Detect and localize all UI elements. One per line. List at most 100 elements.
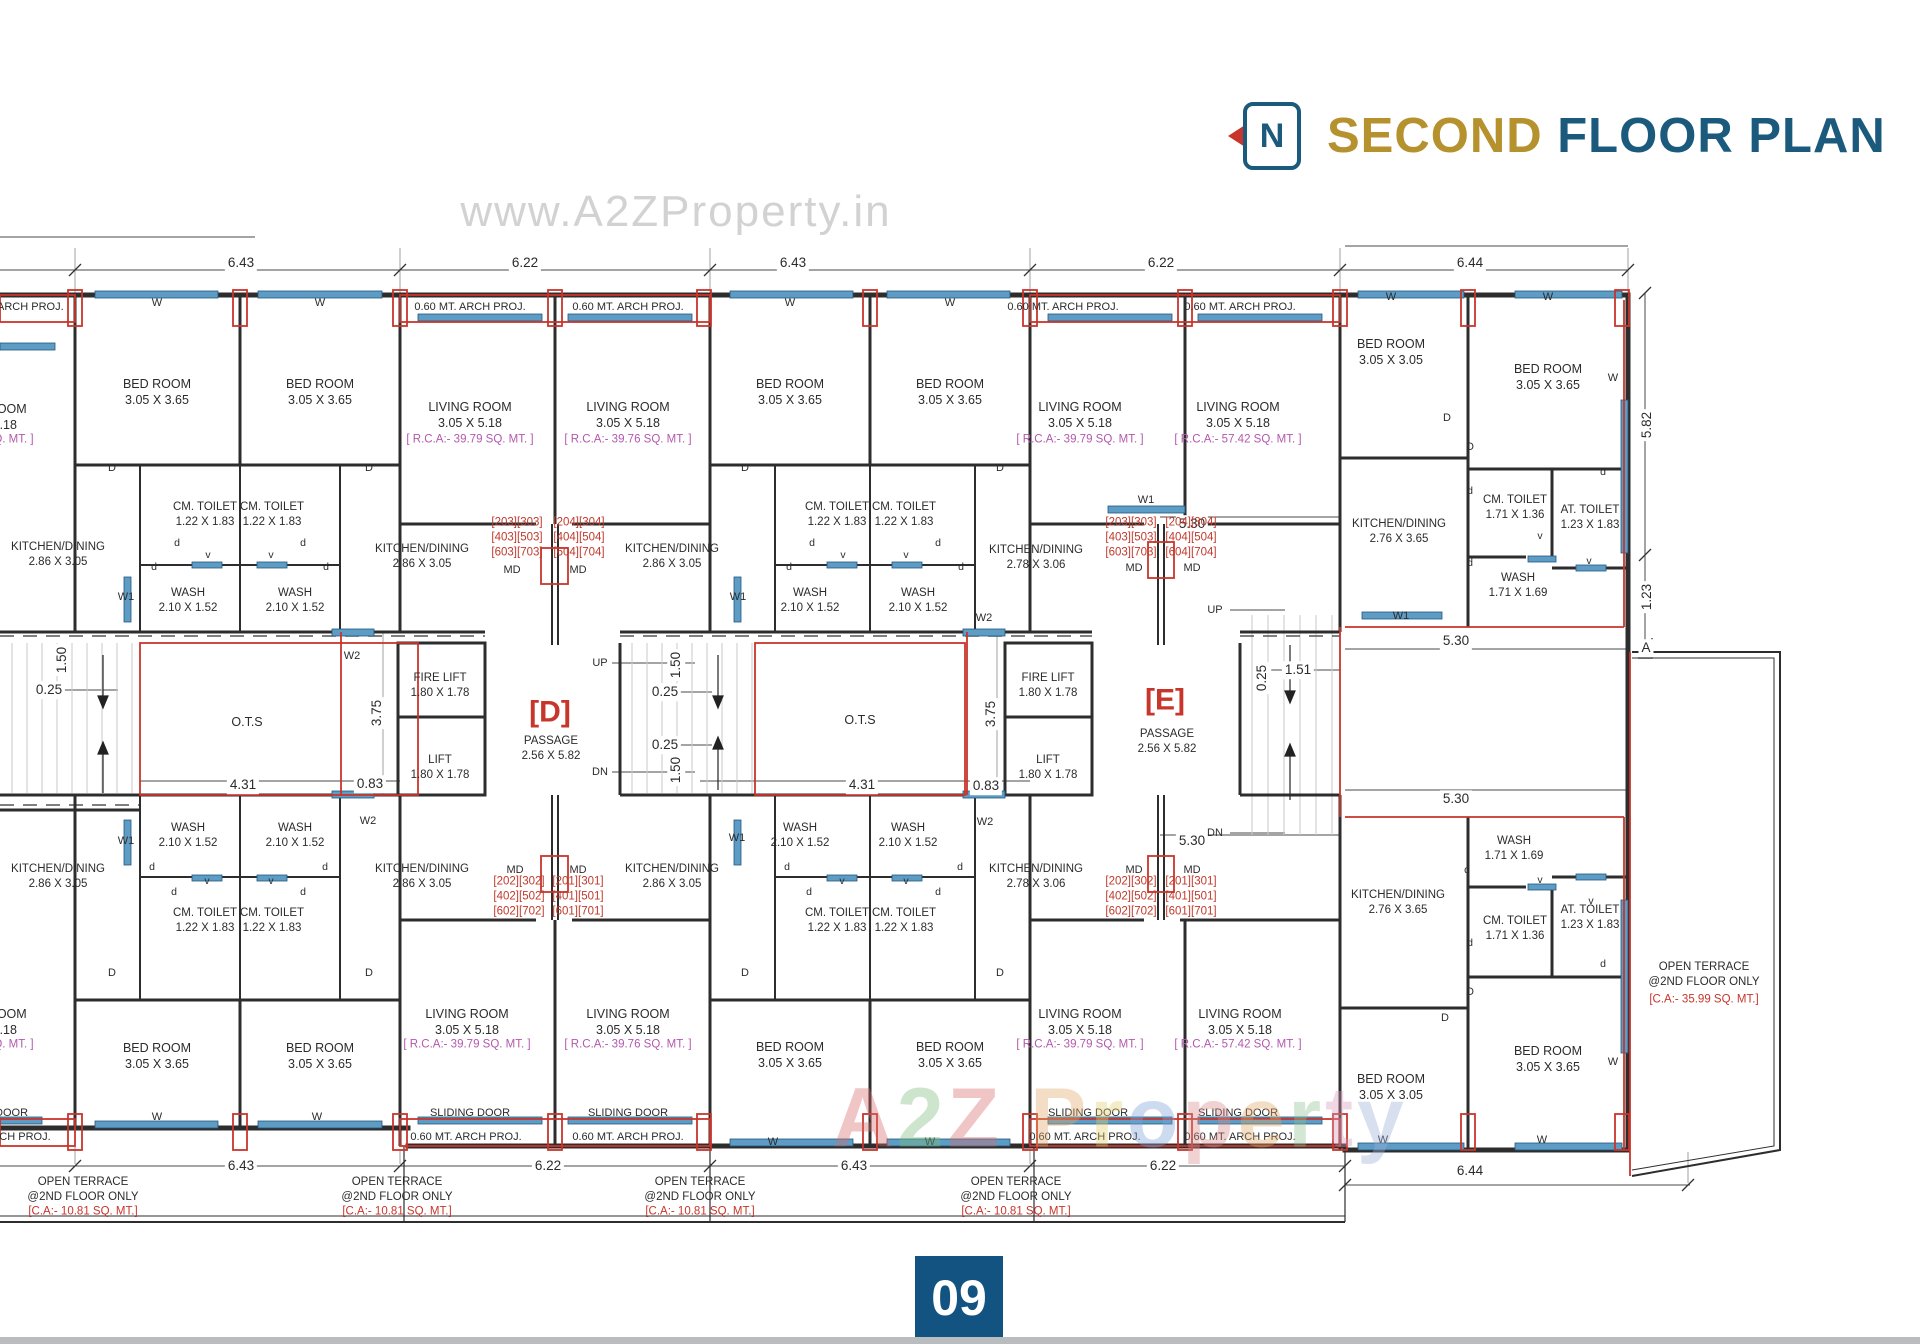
room-label: LIVING ROOM 3.05 X 5.18 (586, 399, 670, 430)
watermark-letter: r (1090, 1070, 1128, 1165)
watermark-letter: o (1127, 1070, 1183, 1165)
dimension-label: 6.22 (1146, 1157, 1180, 1175)
room-label: W2 (359, 814, 377, 827)
dimension-label: 6.43 (224, 254, 258, 272)
title-bar: N SECOND FLOOR PLAN (1228, 100, 1886, 172)
room-label: LIVING ROOM 3.05 X 5.18 (0, 1006, 27, 1037)
dimension-label: 0.83 (353, 775, 387, 793)
room-label: BED ROOM 3.05 X 3.65 (1513, 1043, 1583, 1074)
room-label: BED ROOM 3.05 X 3.65 (122, 376, 192, 407)
wing-label: [E] (1145, 683, 1185, 717)
room-label: CM. TOILET 1.22 X 1.83 (239, 501, 305, 528)
room-label: 0.60 MT. ARCH PROJ. (1184, 1130, 1296, 1143)
room-label: d (1467, 937, 1473, 950)
room-label: W (314, 296, 326, 309)
room-label: CM. TOILET 1.22 X 1.83 (804, 501, 870, 528)
room-label: W1 (729, 590, 747, 603)
page-title: SECOND FLOOR PLAN (1327, 108, 1886, 164)
watermark-letter: p (1182, 1070, 1238, 1165)
dimension-label: 6.43 (837, 1157, 871, 1175)
carpet-area-label: [ R.C.A:- 57.42 SQ. MT. ] (1174, 1038, 1302, 1051)
room-label: D (365, 461, 373, 474)
room-label: LIFT 1.80 X 1.78 (410, 754, 470, 781)
room-label: 0.60 MT. ARCH PROJ. (572, 300, 684, 313)
room-label: d (171, 886, 177, 899)
unit-numbers-label: [204][304] [404][504] [604][704] (553, 516, 605, 559)
room-label: d (1467, 557, 1473, 570)
terrace-outline (0, 651, 1781, 1223)
room-label: KITCHEN/DINING 2.86 X 3.05 (11, 863, 105, 890)
room-label: D (1441, 1011, 1449, 1024)
room-label: v (1586, 555, 1592, 568)
room-label: v (268, 875, 274, 888)
room-label: W (1542, 290, 1554, 303)
room-label: v (1537, 530, 1543, 543)
room-label: KITCHEN/DINING 2.78 X 3.06 (989, 544, 1083, 571)
terrace-area-label: [C.A:- 10.81 SQ. MT.] (645, 1205, 755, 1218)
room-label: D (1466, 440, 1474, 453)
room-label: d (935, 537, 941, 550)
room-label: FIRE LIFT 1.80 X 1.78 (410, 672, 470, 699)
watermark-letter: P (1030, 1070, 1091, 1165)
dimension-label: 5.30 (1175, 515, 1209, 533)
north-arrow-icon (1228, 125, 1245, 147)
room-label: 0.60 MT. ARCH PROJ. (1184, 300, 1296, 313)
room-label: CM. TOILET 1.22 X 1.83 (871, 907, 937, 934)
room-label: BED ROOM 3.05 X 3.05 (1356, 1071, 1426, 1102)
room-label: LIVING ROOM 3.05 X 5.18 (1198, 1006, 1282, 1037)
room-label: D (1466, 985, 1474, 998)
bottom-edge-bar (0, 1337, 1920, 1344)
room-label: UP (592, 656, 608, 669)
room-label: W1 (1392, 609, 1410, 622)
room-label: LIFT 1.80 X 1.78 (1018, 754, 1078, 781)
room-label: W (311, 1110, 323, 1123)
room-label: WASH 2.10 X 1.52 (265, 587, 325, 614)
room-label: WASH 2.10 X 1.52 (878, 822, 938, 849)
dimension-label: 0.25 (32, 681, 66, 699)
dimension-label: 6.22 (531, 1157, 565, 1175)
wing-label: [D] (529, 695, 571, 729)
room-label: d (1467, 485, 1473, 498)
room-label: BED ROOM 3.05 X 3.05 (1356, 336, 1426, 367)
room-label: 0.60 MT. ARCH PROJ. (0, 1130, 51, 1143)
room-label: BED ROOM 3.05 X 3.65 (755, 376, 825, 407)
room-label: SLIDING DOOR (1197, 1106, 1279, 1119)
room-label: MD (1183, 863, 1201, 876)
room-label: W1 (117, 834, 135, 847)
room-label: PASSAGE 2.56 X 5.82 (1137, 728, 1197, 755)
room-label: D (996, 461, 1004, 474)
carpet-area-label: [ R.C.A:- 39.76 SQ. MT. ] (0, 433, 34, 446)
north-indicator: N (1243, 102, 1301, 170)
room-label: LIVING ROOM 3.05 X 5.18 (586, 1006, 670, 1037)
room-label: 0.60 MT. ARCH PROJ. (0, 300, 64, 313)
room-label: KITCHEN/DINING 2.76 X 3.65 (1352, 518, 1446, 545)
room-label: W (784, 296, 796, 309)
room-label: W (1536, 1133, 1548, 1146)
room-label: UP (1207, 603, 1223, 616)
room-label: KITCHEN/DINING 2.86 X 3.05 (11, 541, 105, 568)
title-rest: FLOOR PLAN (1542, 109, 1886, 163)
room-label: MD (569, 563, 587, 576)
terrace-area-label: [C.A:- 10.81 SQ. MT.] (342, 1205, 452, 1218)
room-label: v (1537, 874, 1543, 887)
room-label: AT. TOILET 1.23 X 1.83 (1560, 904, 1620, 931)
room-label: BED ROOM 3.05 X 3.65 (915, 376, 985, 407)
room-label: d (322, 861, 328, 874)
dimension-label: 1.50 (667, 753, 685, 787)
room-label: d (806, 886, 812, 899)
room-label: D (741, 966, 749, 979)
room-label: W (1607, 371, 1619, 384)
room-label: BED ROOM 3.05 X 3.65 (1513, 361, 1583, 392)
room-label: d (957, 861, 963, 874)
carpet-area-label: [ R.C.A:- 39.76 SQ. MT. ] (564, 433, 692, 446)
room-label: W (1607, 1055, 1619, 1068)
room-label: d (784, 861, 790, 874)
carpet-area-label: [ R.C.A:- 57.42 SQ. MT. ] (1174, 433, 1302, 446)
room-label: W (924, 1135, 936, 1148)
room-label: v (205, 549, 211, 562)
interior-walls (0, 295, 1628, 1150)
room-label: WASH 2.10 X 1.52 (888, 587, 948, 614)
page-number-badge: 09 (915, 1256, 1003, 1340)
